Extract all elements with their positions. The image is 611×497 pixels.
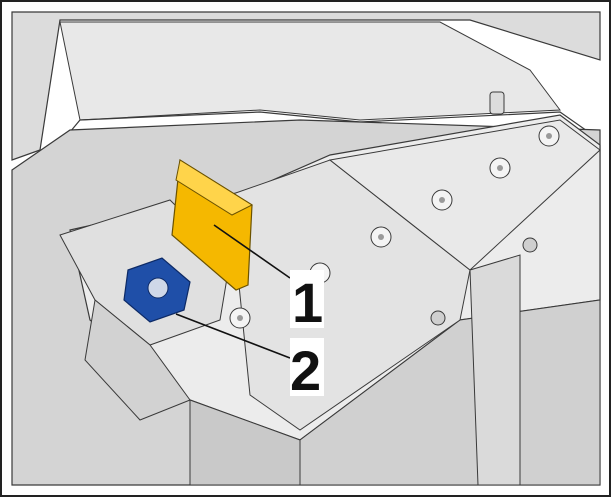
strap-bolt [430, 310, 446, 326]
terminal-cover-flap [175, 159, 254, 216]
post-stub [489, 91, 505, 115]
callout-1-box [290, 270, 324, 328]
lid-panel [11, 11, 601, 161]
terminal-clamp-highlight [123, 257, 191, 323]
terminal-housing-front [84, 299, 191, 421]
callout-1-label: 1 [292, 271, 323, 334]
callout-2: 2 [290, 338, 324, 402]
vent-plug-center [546, 133, 552, 139]
callout-2-label: 2 [290, 339, 321, 402]
callout-2-box [290, 338, 324, 396]
battery-side [299, 299, 601, 486]
callout-leader-1 [213, 224, 291, 279]
vent-plug-center [439, 197, 445, 203]
vent-plug-center [237, 315, 243, 321]
callout-1: 1 [290, 270, 324, 334]
clamp-nut [147, 277, 169, 299]
strap-bolt [522, 237, 538, 253]
battery-ridge [328, 119, 601, 271]
vent-plug-center [378, 234, 384, 240]
callout-leader-2 [175, 313, 291, 359]
vent-plug-center [497, 165, 503, 171]
hold-down-strap [469, 254, 521, 486]
